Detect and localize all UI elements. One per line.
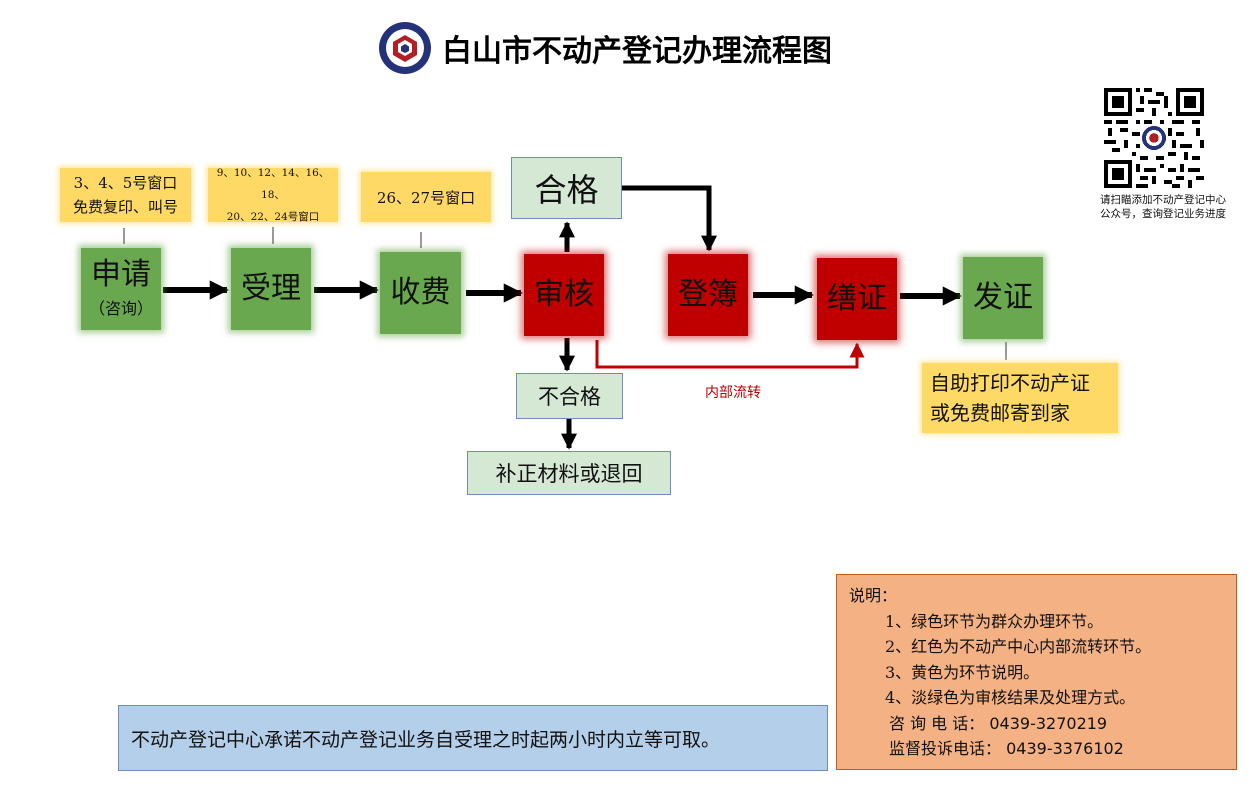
result-pass: 合格 bbox=[511, 157, 622, 219]
header: 白山市不动产登记办理流程图 bbox=[378, 20, 832, 76]
qr-caption-line2: 公众号，查询登记业务进度 bbox=[1100, 208, 1226, 220]
result-fail-action: 补正材料或退回 bbox=[467, 451, 671, 495]
legend-item: 4、淡绿色为审核结果及处理方式。 bbox=[885, 688, 1136, 707]
step-apply-label: 申请 bbox=[91, 257, 151, 292]
step-accept: 受理 bbox=[231, 248, 311, 330]
arrow-pass-register bbox=[622, 185, 718, 252]
note-issue-line1: 自助打印不动产证 bbox=[930, 371, 1090, 395]
legend-heading: 说明： bbox=[849, 586, 898, 605]
note-accept-line1: 9、10、12、14、16、18、 bbox=[216, 167, 330, 201]
note-accept-windows: 9、10、12、14、16、18、 20、22、24号窗口 bbox=[208, 167, 338, 223]
note-fee-text: 26、27号窗口 bbox=[376, 188, 476, 207]
consult-phone-number[interactable]: 0439-3270219 bbox=[989, 713, 1108, 733]
note-fee-windows: 26、27号窗口 bbox=[361, 172, 491, 222]
legend-item: 1、绿色环节为群众办理环节。 bbox=[885, 611, 1104, 631]
legend-item: 2、红色为不动产中心内部流转环节。 bbox=[885, 637, 1152, 656]
result-pass-label: 合格 bbox=[534, 171, 599, 209]
note-issue: 自助打印不动产证 或免费邮寄到家 bbox=[922, 363, 1118, 433]
internal-transfer-label: 内部流转 bbox=[705, 385, 761, 401]
result-fail-action-label: 补正材料或退回 bbox=[495, 462, 643, 486]
step-fee: 收费 bbox=[380, 252, 461, 334]
registry-logo-icon bbox=[379, 22, 431, 74]
step-certify: 缮证 bbox=[817, 258, 897, 340]
legend-item: 3、黄色为环节说明。 bbox=[885, 662, 1040, 682]
step-certify-label: 缮证 bbox=[827, 281, 887, 316]
step-review-label: 审核 bbox=[534, 277, 594, 312]
step-issue-label: 发证 bbox=[973, 280, 1033, 315]
qr-caption-line1: 请扫瞄添加不动产登记中心 bbox=[1100, 194, 1226, 206]
note-issue-line2: 或免费邮寄到家 bbox=[930, 401, 1070, 425]
consult-phone-label: 咨 询 电 话： bbox=[889, 713, 985, 733]
consult-phone-row: 咨 询 电 话： 0439-3270219 bbox=[849, 711, 1224, 737]
step-apply: 申请 （咨询） bbox=[81, 248, 161, 330]
step-fee-label: 收费 bbox=[390, 275, 451, 310]
qr-code-icon[interactable] bbox=[1104, 88, 1204, 188]
complaint-phone-number[interactable]: 0439-3376102 bbox=[1006, 739, 1124, 758]
promise-text: 不动产登记中心承诺不动产登记业务自受理之时起两小时内立等可取。 bbox=[131, 728, 721, 751]
step-issue: 发证 bbox=[963, 257, 1043, 339]
step-accept-label: 受理 bbox=[241, 271, 301, 306]
result-fail-label: 不合格 bbox=[538, 385, 601, 409]
legend-box: 说明： 1、绿色环节为群众办理环节。 2、红色为不动产中心内部流转环节。 3、黄… bbox=[836, 574, 1237, 770]
note-accept-line2: 20、22、24号窗口 bbox=[226, 211, 320, 223]
result-fail: 不合格 bbox=[516, 373, 623, 419]
qr-caption: 请扫瞄添加不动产登记中心 公众号，查询登记业务进度 bbox=[1082, 193, 1244, 221]
step-register: 登簿 bbox=[668, 254, 748, 336]
arrow-internal-transfer bbox=[595, 340, 865, 369]
complaint-phone-label: 监督投诉电话： bbox=[889, 739, 1002, 758]
step-register-label: 登簿 bbox=[678, 277, 738, 312]
promise-banner: 不动产登记中心承诺不动产登记业务自受理之时起两小时内立等可取。 bbox=[118, 705, 828, 771]
page-title: 白山市不动产登记办理流程图 bbox=[442, 34, 832, 69]
step-review: 审核 bbox=[524, 254, 604, 336]
note-apply-windows: 3、4、5号窗口 免费复印、叫号 bbox=[60, 168, 191, 222]
note-apply-line1: 3、4、5号窗口 bbox=[73, 174, 178, 192]
note-apply-line2: 免费复印、叫号 bbox=[72, 198, 178, 216]
complaint-phone-row: 监督投诉电话： 0439-3376102 bbox=[849, 736, 1224, 762]
step-apply-sub: （咨询） bbox=[88, 299, 153, 318]
